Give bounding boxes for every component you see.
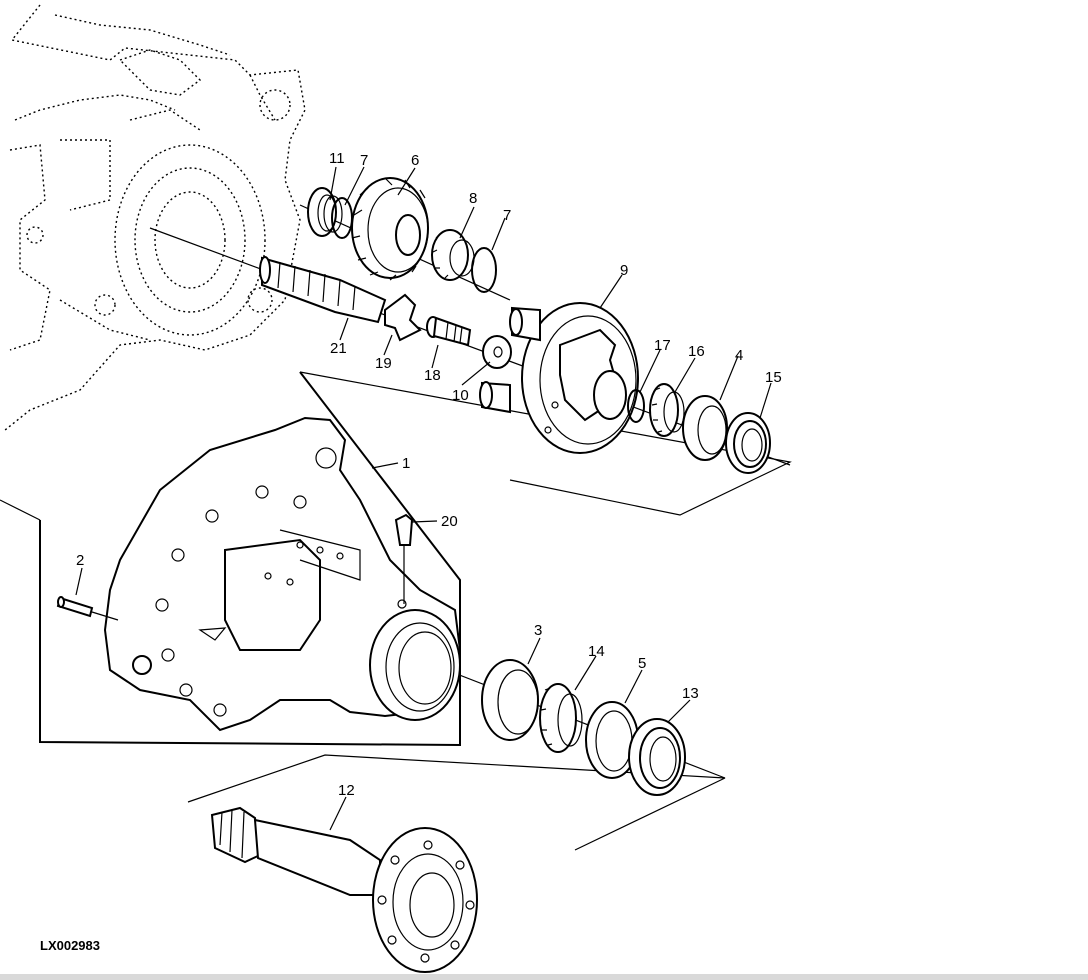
callout-8: 8 (469, 190, 477, 207)
callout-14: 14 (588, 643, 605, 660)
callout-21: 21 (330, 340, 347, 357)
callout-7-right: 7 (503, 207, 511, 224)
part-20-fitting (394, 513, 414, 604)
part-1-housing (103, 416, 462, 732)
drawing-code: LX002983 (40, 938, 100, 953)
callout-15: 15 (765, 369, 782, 386)
part-14-bearing-cone (539, 683, 583, 753)
part-8-pinion (431, 229, 475, 281)
part-11-ring (307, 187, 343, 237)
part-3-bearing-cup (481, 659, 539, 741)
leader-lines (75, 166, 772, 831)
part-9-carrier (479, 302, 639, 454)
part-16-bearing-cone (649, 383, 685, 437)
callout-16: 16 (688, 343, 705, 360)
part-19-plate (384, 293, 422, 342)
part-12-axle (210, 806, 478, 973)
part-17-ring (627, 389, 645, 423)
callout-1: 1 (402, 455, 410, 472)
callout-2: 2 (76, 552, 84, 569)
callout-9: 9 (620, 262, 628, 279)
part-21-shaft (259, 256, 387, 324)
callout-4: 4 (735, 347, 743, 364)
callout-10: 10 (452, 387, 469, 404)
part-10-washer (482, 335, 512, 369)
part-13-seal (628, 718, 686, 796)
callout-12: 12 (338, 782, 355, 799)
callout-19: 19 (375, 355, 392, 372)
part-4-bearing-cup (682, 395, 728, 461)
part-18-bolt (426, 316, 472, 347)
housing-frame (0, 371, 461, 747)
callout-6: 6 (411, 152, 419, 169)
part-2-pin (56, 596, 119, 621)
bottom-scroll-edge (0, 974, 1088, 980)
callout-labels: 1 2 3 4 5 6 7 7 8 9 10 11 12 13 14 15 16… (76, 150, 782, 799)
callout-5: 5 (638, 655, 646, 672)
transmission-case-outline (4, 4, 306, 431)
axle-frame (187, 754, 726, 851)
callout-3: 3 (534, 622, 542, 639)
part-7-snap-ring-right (471, 247, 497, 293)
callout-20: 20 (441, 513, 458, 530)
callout-11: 11 (329, 150, 345, 167)
part-15-seal (725, 412, 771, 474)
part-6-gear (351, 177, 429, 281)
callout-18: 18 (424, 367, 441, 384)
callout-7-left: 7 (360, 152, 368, 169)
callout-17: 17 (654, 337, 671, 354)
callout-13: 13 (682, 685, 699, 702)
